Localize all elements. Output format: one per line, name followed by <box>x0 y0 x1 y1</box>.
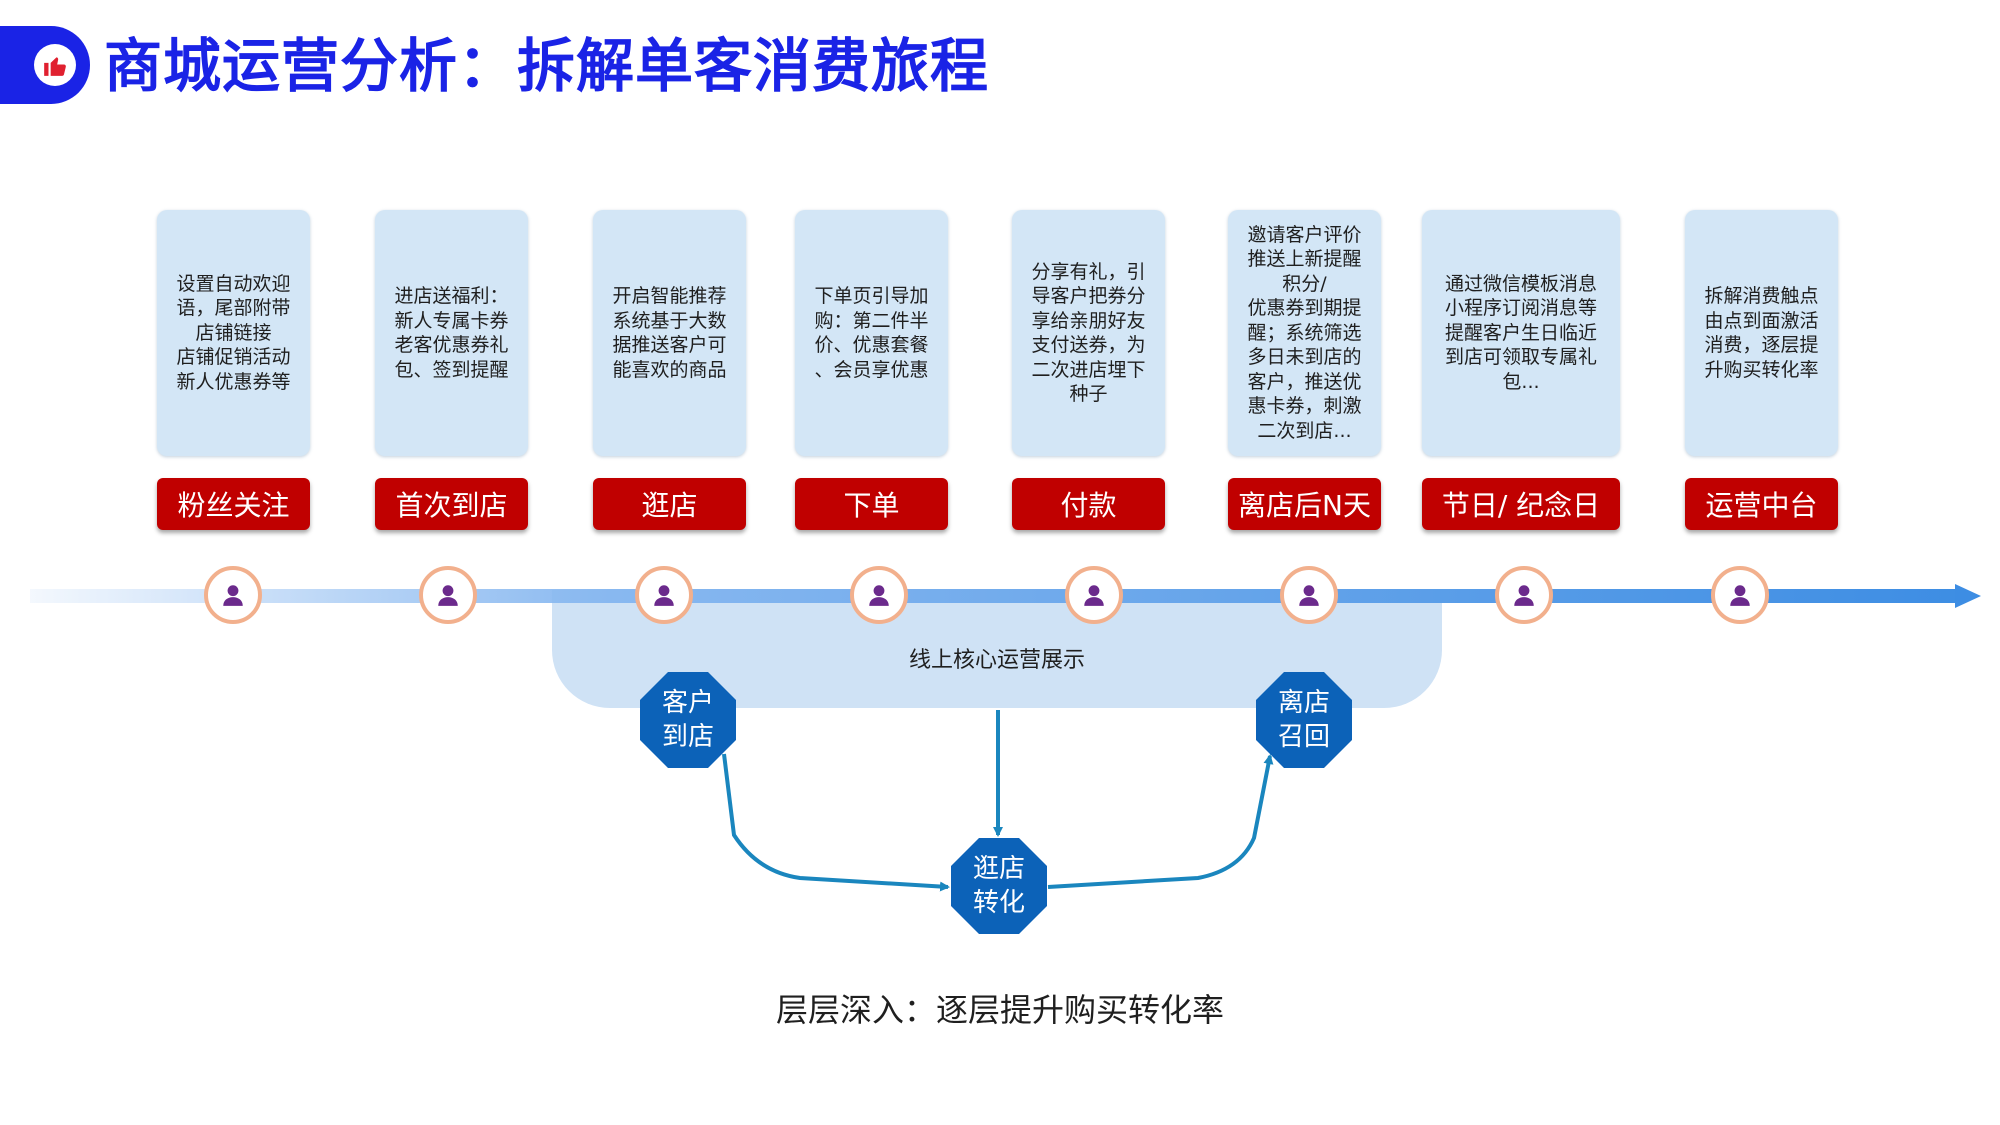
core-operations-label: 线上核心运营展示 <box>908 648 1085 673</box>
user-icon <box>635 566 693 624</box>
stage-description: 开启智能推荐 系统基于大数 据推送客户可 能喜欢的商品 <box>612 285 727 381</box>
stage-description: 拆解消费触点 由点到面激活 消费，逐层提 升购买转化率 <box>1704 285 1819 381</box>
stage-description-card: 分享有礼，引 导客户把券分 享给亲朋好友 支付送券，为 二次进店埋下 种子 <box>1012 210 1165 456</box>
user-icon <box>419 566 477 624</box>
stage-label: 离店后N天 <box>1228 478 1381 530</box>
stage-description: 设置自动欢迎 语，尾部附带 店铺链接 店铺促销活动 新人优惠券等 <box>176 272 291 393</box>
stage-description-card: 拆解消费触点 由点到面激活 消费，逐层提 升购买转化率 <box>1685 210 1838 456</box>
stage-description-card: 进店送福利： 新人专属卡券 老客优惠券礼 包、签到提醒 <box>375 210 528 456</box>
browse-convert-label: 逛店 转化 <box>972 854 1025 918</box>
stage-description: 通过微信模板消息 小程序订阅消息等 提醒客户生日临近 到店可领取专属礼 包... <box>1444 272 1597 393</box>
flow-arrow-arrive-to-browse <box>722 753 950 892</box>
post-visit-recall-node: 离店 召回 <box>1256 672 1352 768</box>
user-icon <box>1280 566 1338 624</box>
timeline-arrow-icon <box>1955 584 1981 608</box>
stage-label: 首次到店 <box>375 478 528 530</box>
stage-label: 节日/ 纪念日 <box>1422 478 1620 530</box>
timeline-bar <box>30 589 1970 603</box>
user-icon <box>1711 566 1769 624</box>
stage-description: 进店送福利： 新人专属卡券 老客优惠券礼 包、签到提醒 <box>394 285 509 381</box>
stage-description: 邀请客户评价 推送上新提醒 积分/ 优惠券到期提 醒；系统筛选 多日未到店的 客… <box>1247 223 1362 442</box>
stage-description-card: 设置自动欢迎 语，尾部附带 店铺链接 店铺促销活动 新人优惠券等 <box>157 210 310 456</box>
bottom-caption: 层层深入：逐层提升购买转化率 <box>775 991 1224 1029</box>
post-visit-recall-label: 离店 召回 <box>1277 688 1330 752</box>
user-icon <box>1495 566 1553 624</box>
flow-arrow-browse-to-recall <box>1047 754 1274 889</box>
page-title: 商城运营分析：拆解单客消费旅程 <box>104 32 990 100</box>
stage-description-card: 通过微信模板消息 小程序订阅消息等 提醒客户生日临近 到店可领取专属礼 包... <box>1422 210 1620 456</box>
stage-label: 下单 <box>795 478 948 530</box>
user-icon <box>1065 566 1123 624</box>
user-icon <box>204 566 262 624</box>
stage-description: 分享有礼，引 导客户把券分 享给亲朋好友 支付送券，为 二次进店埋下 种子 <box>1031 260 1146 406</box>
customer-arrive-label: 客户 到店 <box>661 688 714 752</box>
stage-description: 下单页引导加 购：第二件半 价、优惠套餐 、会员享优惠 <box>814 285 929 381</box>
thumbs-up-icon <box>34 44 76 86</box>
stage-description-card: 下单页引导加 购：第二件半 价、优惠套餐 、会员享优惠 <box>795 210 948 456</box>
stage-description-card: 邀请客户评价 推送上新提醒 积分/ 优惠券到期提 醒；系统筛选 多日未到店的 客… <box>1228 210 1381 456</box>
stage-label: 逛店 <box>593 478 746 530</box>
browse-convert-node: 逛店 转化 <box>951 838 1047 934</box>
stage-description-card: 开启智能推荐 系统基于大数 据推送客户可 能喜欢的商品 <box>593 210 746 456</box>
user-icon <box>850 566 908 624</box>
stage-label: 付款 <box>1012 478 1165 530</box>
stage-label: 运营中台 <box>1685 478 1838 530</box>
stage-label: 粉丝关注 <box>157 478 310 530</box>
customer-arrive-node: 客户 到店 <box>640 672 736 768</box>
